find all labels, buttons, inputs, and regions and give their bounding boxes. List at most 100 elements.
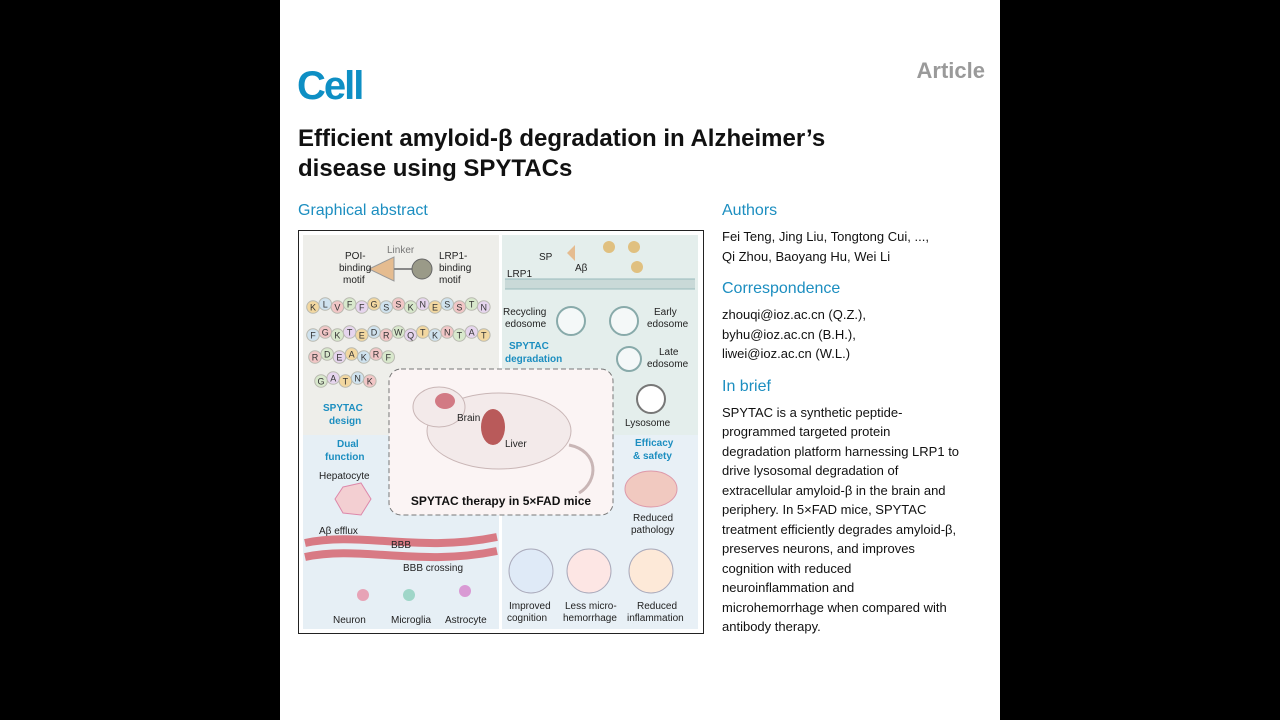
bbb-label: BBB — [391, 540, 411, 551]
glia-icon — [628, 548, 674, 594]
correspondence-text: zhouqi@ioz.ac.cn (Q.Z.), byhu@ioz.ac.cn … — [722, 305, 992, 364]
email-line: liwei@ioz.ac.cn (W.L.) — [722, 346, 851, 361]
peptide-letter: T — [481, 331, 487, 341]
peptide-letter: N — [444, 328, 451, 338]
peptide-letter: T — [457, 331, 463, 341]
early-label-line: Early — [654, 307, 677, 318]
peptide-letter: T — [343, 377, 349, 387]
liver-label: Liver — [505, 439, 527, 450]
lrp1-ball-icon — [411, 258, 433, 280]
late-label-line: Late — [659, 347, 679, 358]
title-line: Efficient amyloid-β degradation in Alzhe… — [298, 125, 826, 152]
peptide-letter: E — [359, 331, 365, 341]
in-brief-line: SPYTAC is a synthetic peptide- — [722, 404, 903, 420]
degradation-diagram: SP Aβ LRP1 Recycling edosome Early edoso… — [503, 241, 695, 429]
ab-label: Aβ — [575, 263, 588, 274]
peptide-letter: R — [383, 331, 390, 341]
maze-icon — [508, 548, 554, 594]
crossing-label: BBB crossing — [403, 563, 463, 574]
correspondence-heading: Correspondence — [722, 280, 841, 297]
peptide-letter: G — [322, 328, 329, 338]
peptide-letter: R — [312, 353, 319, 363]
peptide-letter: F — [310, 331, 316, 341]
peptide-letter: V — [334, 303, 340, 313]
peptide-letter: K — [367, 377, 373, 387]
lysosome-label: Lysosome — [625, 418, 671, 429]
microglia-icon — [403, 589, 415, 601]
in-brief-section: In brief SPYTAC is a synthetic peptide-p… — [722, 378, 992, 637]
brain-label: Brain — [457, 413, 480, 424]
peptide-letter: A — [469, 328, 475, 338]
graphical-abstract-svg: POI- binding motif Linker LRP1- binding … — [303, 235, 698, 629]
peptide-letter: G — [317, 377, 324, 387]
peptide-letter: K — [408, 303, 414, 313]
graphical-abstract-heading: Graphical abstract — [298, 202, 428, 219]
dual-label-line: function — [325, 452, 364, 463]
in-brief-line: microhemorrhage when compared with — [722, 599, 947, 615]
peptide-letter: S — [395, 300, 401, 310]
email-line: zhouqi@ioz.ac.cn (Q.Z.), — [722, 307, 866, 322]
in-brief-line: drive lysosomal degradation of — [722, 463, 899, 478]
article-title: Efficient amyloid-β degradation in Alzhe… — [298, 124, 978, 184]
therapy-caption: SPYTAC therapy in 5×FAD mice — [411, 494, 591, 508]
peptide-letter: Q — [407, 331, 414, 341]
outcome-label-line: Less micro- — [565, 601, 617, 612]
outcome-label-line: inflammation — [627, 613, 684, 624]
in-brief-line: periphery. In 5×FAD mice, SPYTAC — [722, 502, 927, 517]
lrp1-label-line: motif — [439, 275, 461, 286]
lrp1-label-line: LRP1- — [439, 251, 467, 262]
peptide-letter: K — [361, 353, 367, 363]
authors-heading: Authors — [722, 202, 778, 219]
vessel-icon — [566, 548, 612, 594]
article-page: Cell Article Efficient amyloid-β degrada… — [280, 0, 1000, 720]
peptide-bead — [477, 300, 491, 314]
design-label-line: design — [329, 416, 361, 427]
cell-logo: Cell — [297, 64, 364, 108]
peptide-letter: L — [323, 300, 328, 310]
pathology-label-line: pathology — [631, 525, 674, 536]
peptide-letter: R — [373, 350, 380, 360]
peptide-letter: W — [394, 328, 403, 338]
peptide-letter: K — [432, 331, 438, 341]
early-label-line: edosome — [647, 319, 689, 330]
peptide-letter: F — [385, 353, 391, 363]
mouse-tail-icon — [568, 443, 595, 495]
peptide-bead — [381, 350, 395, 364]
peptide-letter: E — [336, 353, 342, 363]
cell-label: Astrocyte — [445, 615, 487, 626]
title-line: disease using SPYTACs — [298, 155, 573, 182]
outcome-label-line: hemorrhage — [563, 613, 617, 624]
in-brief-line: extracellular amyloid-β in the brain and — [722, 482, 946, 498]
blood-vessel — [304, 547, 498, 562]
poi-label-line: POI- — [345, 251, 366, 262]
peptide-letter: A — [330, 374, 336, 384]
efficacy-label-line: Efficacy — [635, 438, 674, 449]
degradation-label-line: SPYTAC — [509, 341, 549, 352]
linker-label: Linker — [387, 245, 415, 256]
cell-label: Microglia — [391, 615, 431, 626]
peptide-letter: T — [420, 328, 426, 338]
sp-label: SP — [539, 252, 553, 263]
cell-label: Neuron — [333, 615, 366, 626]
outcome-label-line: Reduced — [637, 601, 677, 612]
poi-label-line: binding — [339, 263, 371, 274]
spytac-icon — [603, 241, 615, 253]
peptide-letter: E — [432, 303, 438, 313]
outcome-label-line: cognition — [507, 613, 547, 624]
mouse-liver-icon — [481, 409, 505, 445]
peptide-bead — [477, 328, 491, 342]
blood-vessel — [304, 533, 498, 548]
efflux-label: Aβ efflux — [319, 526, 358, 537]
email-line: byhu@ioz.ac.cn (B.H.), — [722, 326, 856, 342]
dual-label-line: Dual — [337, 439, 359, 450]
authors-section: Authors Fei Teng, Jing Liu, Tongtong Cui… — [722, 202, 992, 266]
astrocyte-icon — [459, 585, 471, 597]
neuron-icon — [357, 589, 369, 601]
lysosome-icon — [636, 384, 666, 414]
design-label-line: SPYTAC — [323, 403, 363, 414]
peptide-letter: G — [370, 300, 377, 310]
peptide-letter: N — [420, 300, 427, 310]
peptide-letter: F — [347, 300, 353, 310]
lrp1-label-line: binding — [439, 263, 471, 274]
